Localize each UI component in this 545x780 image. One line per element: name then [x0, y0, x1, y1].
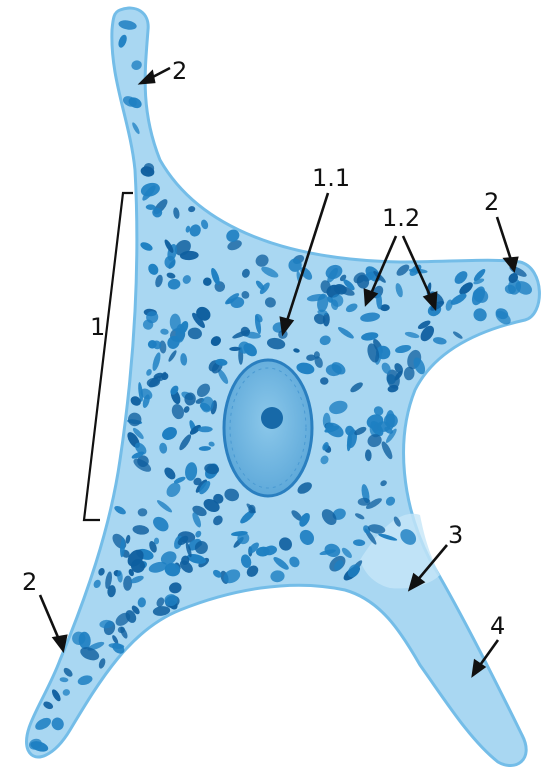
- label-4: 4: [490, 612, 505, 640]
- arrow-left-process: [40, 595, 60, 642]
- arrow-right-process: [497, 217, 512, 263]
- label-2-right: 2: [484, 188, 499, 216]
- arrowhead-left-process: [54, 636, 66, 650]
- label-3: 3: [448, 521, 463, 549]
- label-1-2: 1.2: [382, 204, 420, 232]
- label-2-top: 2: [172, 57, 187, 85]
- nucleolus: [261, 407, 283, 429]
- label-1: 1: [90, 313, 105, 341]
- label-1-1: 1.1: [312, 164, 350, 192]
- label-2-left: 2: [22, 568, 37, 596]
